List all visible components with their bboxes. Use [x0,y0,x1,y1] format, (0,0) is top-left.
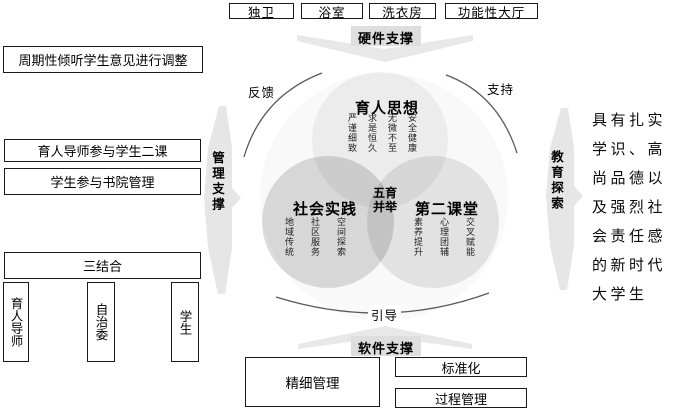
tag-regional: 地域传统 [284,217,294,257]
education-exploration-label: 教育探索 [549,150,563,212]
outcome-text: 具有扎实学识、高尚品德以及强烈社会责任感的新时代大学生 [592,112,667,303]
support-label: 支持 [487,83,515,97]
facility-box-function-hall: 功能性大厅 [445,3,538,20]
venn-top-title: 育人思想 [354,100,419,117]
guide-label: 引导 [368,305,402,324]
venn-circle-top [312,72,448,208]
software-support-label: 软件支撑 [357,341,414,356]
tag-literacy: 素养提升 [413,217,423,257]
hardware-support-label: 硬件支撑 [357,31,414,46]
tag-truth: 求是恒久 [367,113,377,153]
fine-management-box: 精细管理 [245,357,380,407]
venn-left-tags: 地域传统 社区服务 空间探索 [283,217,346,257]
tag-community: 社区服务 [310,217,320,257]
venn-right-tags: 素养提升 心理团辅 交叉赋能 [412,217,475,257]
tutor-participation-box: 育人导师参与学生二课 [4,139,201,162]
tag-psychology: 心理团辅 [439,217,449,257]
pillar-box-tutor: 育人导师 [3,282,29,362]
venn-center-label: 五育 并举 [365,186,405,214]
student-management-box: 学生参与书院管理 [4,168,201,195]
facility-box-private-bathroom: 独卫 [229,3,294,20]
venn-left-title: 社会实践 [292,201,357,218]
tag-safety: 安全健康 [407,113,417,153]
tag-cross: 交叉赋能 [465,217,475,257]
pillar-box-committee: 自治委 [87,282,115,362]
tag-rigorous: 严谨细致 [347,113,357,153]
periodic-adjust-box: 周期性倾听学生意见进行调整 [3,46,203,73]
venn-center-line2: 并举 [372,199,397,214]
pillar-box-student: 学生 [171,282,199,362]
facility-box-laundry: 洗衣房 [369,3,436,20]
process-management-box: 过程管理 [395,388,527,408]
feedback-label: 反馈 [248,86,276,100]
venn-center-line1: 五育 [372,186,397,200]
venn-circle-right [367,156,499,288]
management-support-label: 管理支撑 [210,151,224,213]
facility-box-shower: 浴室 [301,3,363,20]
venn-circle-left [262,156,394,288]
venn-top-tags: 严谨细致 求是恒久 无微不至 安全健康 [346,113,417,153]
venn-right-title: 第二课堂 [414,201,479,218]
standardization-box: 标准化 [395,357,527,377]
tag-space: 空间探索 [336,217,346,257]
tag-meticulous: 无微不至 [387,113,397,153]
three-combination-box: 三结合 [4,252,201,279]
